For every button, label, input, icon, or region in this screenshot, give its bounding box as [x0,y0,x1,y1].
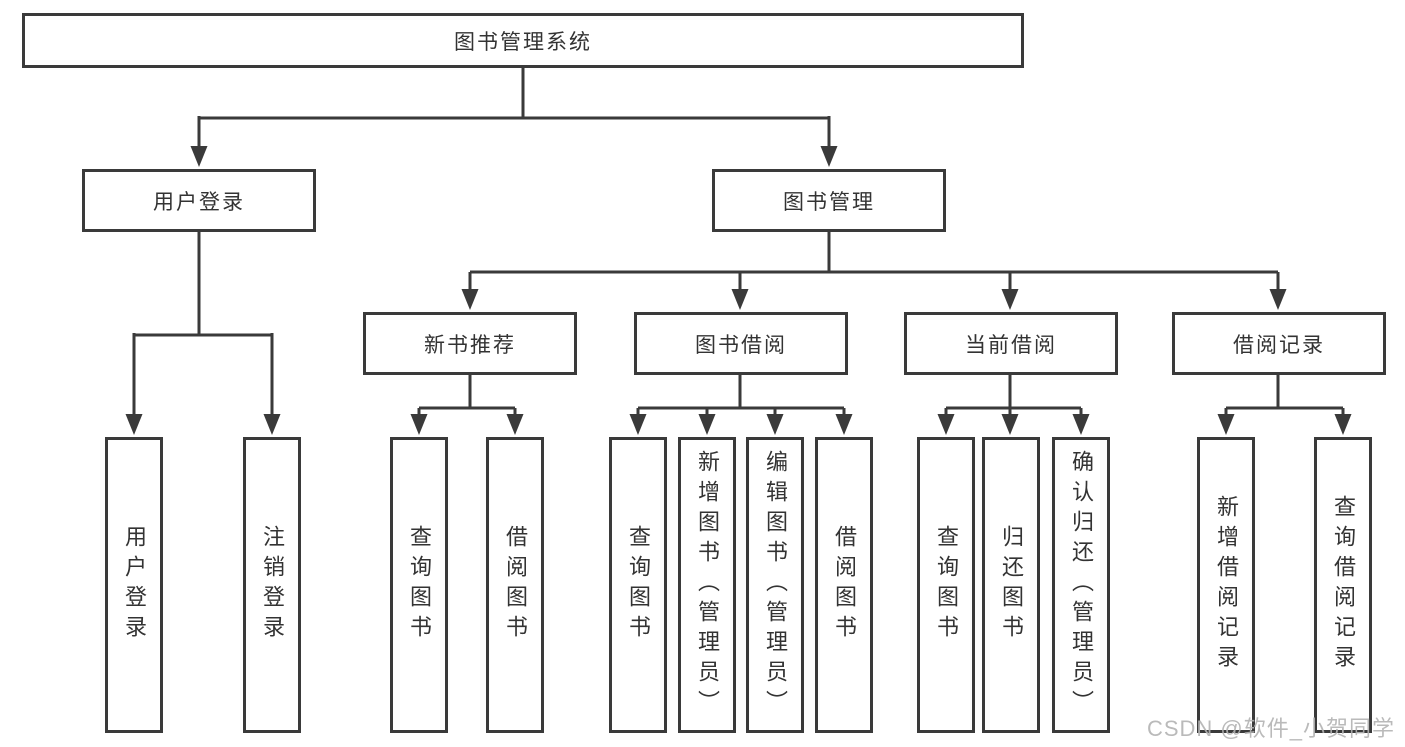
leaf-return-book: 归还图书 [982,437,1040,733]
node-current-borrowing: 当前借阅 [904,312,1118,375]
node-new-book-recommend: 新书推荐 [363,312,577,375]
leaf-query-books-current: 查询图书 [917,437,975,733]
leaf-logout: 注销登录 [243,437,301,733]
leaf-label: 查询图书 [626,525,651,645]
node-book-borrowing: 图书借阅 [634,312,848,375]
node-book-management: 图书管理 [712,169,946,232]
leaf-add-borrow-record: 新增借阅记录 [1197,437,1255,733]
leaf-label: 归还图书 [999,525,1024,645]
leaf-label: 查询图书 [934,525,959,645]
leaf-borrow-book-recommend: 借阅图书 [486,437,544,733]
node-label: 图书管理 [783,190,875,214]
leaf-label: 查询借阅记录 [1331,495,1356,675]
leaf-label: 用户登录 [122,525,147,645]
leaf-label: 查询图书 [407,525,432,645]
leaf-label: 新增图书（管理员） [695,450,720,720]
node-label: 新书推荐 [424,333,516,357]
leaf-user-login: 用户登录 [105,437,163,733]
node-label: 用户登录 [153,190,245,214]
node-user-login: 用户登录 [82,169,316,232]
leaf-label: 新增借阅记录 [1214,495,1239,675]
leaf-add-book-admin: 新增图书（管理员） [678,437,736,733]
node-label: 图书管理系统 [454,30,592,54]
csdn-watermark: CSDN @软件_小贺同学 [1146,716,1395,741]
leaf-borrow-book: 借阅图书 [815,437,873,733]
leaf-query-borrow-record: 查询借阅记录 [1314,437,1372,733]
leaf-label: 编辑图书（管理员） [763,450,788,720]
leaf-label: 确认归还（管理员） [1069,450,1094,720]
leaf-query-books-recommend: 查询图书 [390,437,448,733]
node-borrowing-records: 借阅记录 [1172,312,1386,375]
leaf-label: 注销登录 [260,525,285,645]
leaf-edit-book-admin: 编辑图书（管理员） [746,437,804,733]
node-label: 借阅记录 [1233,333,1325,357]
leaf-confirm-return-admin: 确认归还（管理员） [1052,437,1110,733]
arrowheads [125,146,1352,435]
node-label: 图书借阅 [695,333,787,357]
leaf-query-books-borrow: 查询图书 [609,437,667,733]
leaf-label: 借阅图书 [503,525,528,645]
leaf-label: 借阅图书 [832,525,857,645]
node-label: 当前借阅 [965,333,1057,357]
node-book-management-system: 图书管理系统 [22,13,1024,68]
